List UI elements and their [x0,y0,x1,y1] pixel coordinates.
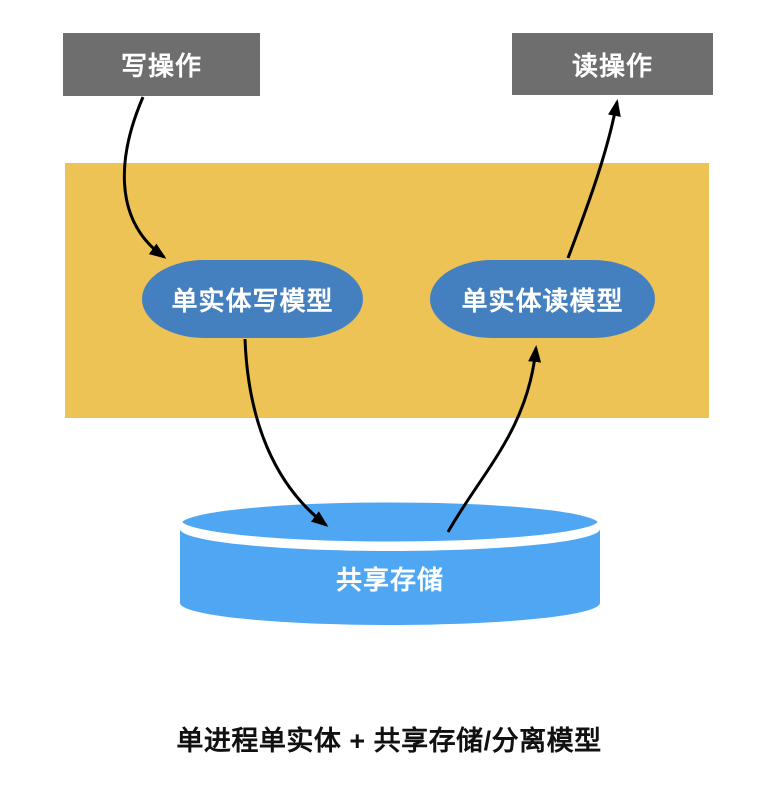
diagram-caption: 单进程单实体 + 共享存储/分离模型 [0,722,778,756]
read-operation-label: 读操作 [571,50,653,81]
storage-label-text: 共享存储 [335,564,444,595]
write-operation-label: 写操作 [120,51,202,81]
diagram-caption-text: 单进程单实体 + 共享存储/分离模型 [176,725,602,756]
arrow-write-model-to-storage [243,338,329,527]
storage-cylinder-body [180,529,600,625]
write-model-label: 单实体写模型 [171,285,334,316]
arrow-write-op-to-write-model [122,96,167,259]
write-model-pill: 单实体写模型 [142,260,363,338]
read-operation-box: 读操作 [512,33,713,95]
write-operation-box: 写操作 [63,33,260,96]
read-model-label: 单实体读模型 [461,285,624,316]
read-model-pill: 单实体读模型 [430,260,655,338]
storage-cylinder-lid [177,497,603,547]
storage-label: 共享存储 [280,563,500,595]
arrow-storage-to-read-model [446,345,542,533]
arrow-read-model-to-read-op [566,99,621,259]
